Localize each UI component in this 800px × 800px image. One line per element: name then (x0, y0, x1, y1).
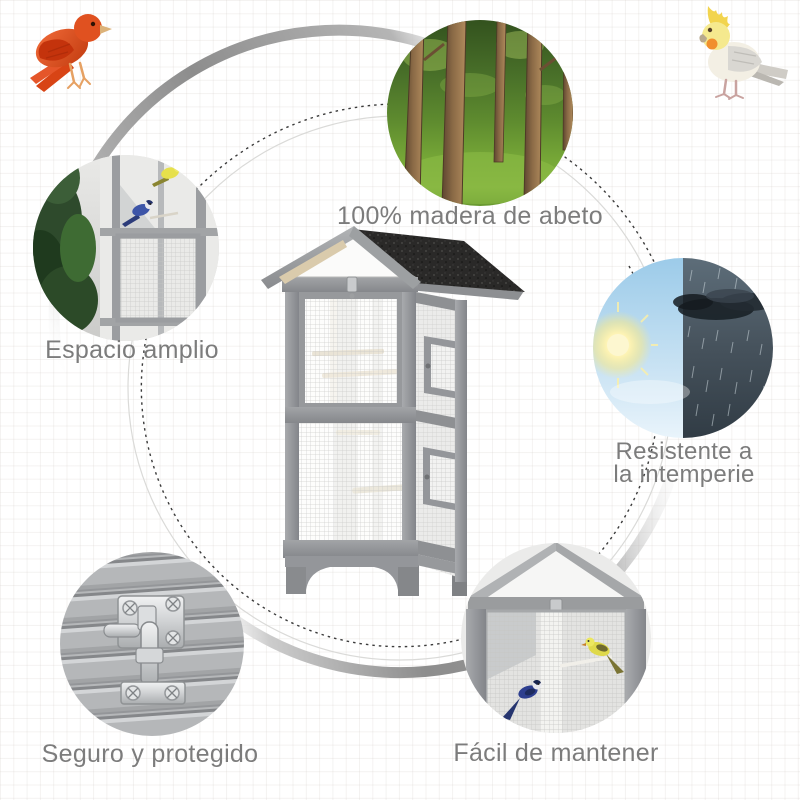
gable-latch (346, 276, 358, 299)
feature-photo-space (33, 155, 219, 341)
feature-photo-front (461, 543, 651, 733)
feature-photo-weather (593, 258, 773, 438)
feature-label-weather-line2: la intemperie (613, 461, 755, 488)
latch-screws (122, 596, 181, 701)
feature-label-weather: Resistente a la intemperie (574, 438, 794, 488)
feature-label-secure: Seguro y protegido (41, 740, 259, 768)
metal-latch-image (103, 595, 186, 705)
feature-photo-latch (60, 552, 244, 736)
cockatiel-bird-image (699, 6, 788, 100)
yellow-bird-image (152, 164, 182, 187)
feature-label-weather-line1: Resistente a (615, 438, 753, 465)
yellow-bird-image (581, 637, 624, 674)
feature-photo-forest (387, 20, 573, 206)
ring-band-bottom (176, 479, 674, 679)
sun-image (593, 302, 658, 388)
feature-label-space: Espacio amplio (45, 336, 219, 364)
blue-bird-image (502, 679, 542, 720)
blue-bird-image (122, 200, 153, 227)
product-aviary-image (261, 226, 525, 596)
feature-label-maintain: Fácil de mantener (453, 739, 659, 767)
canary-bird-image (30, 14, 112, 92)
feature-label-wood: 100% madera de abeto (337, 202, 603, 230)
